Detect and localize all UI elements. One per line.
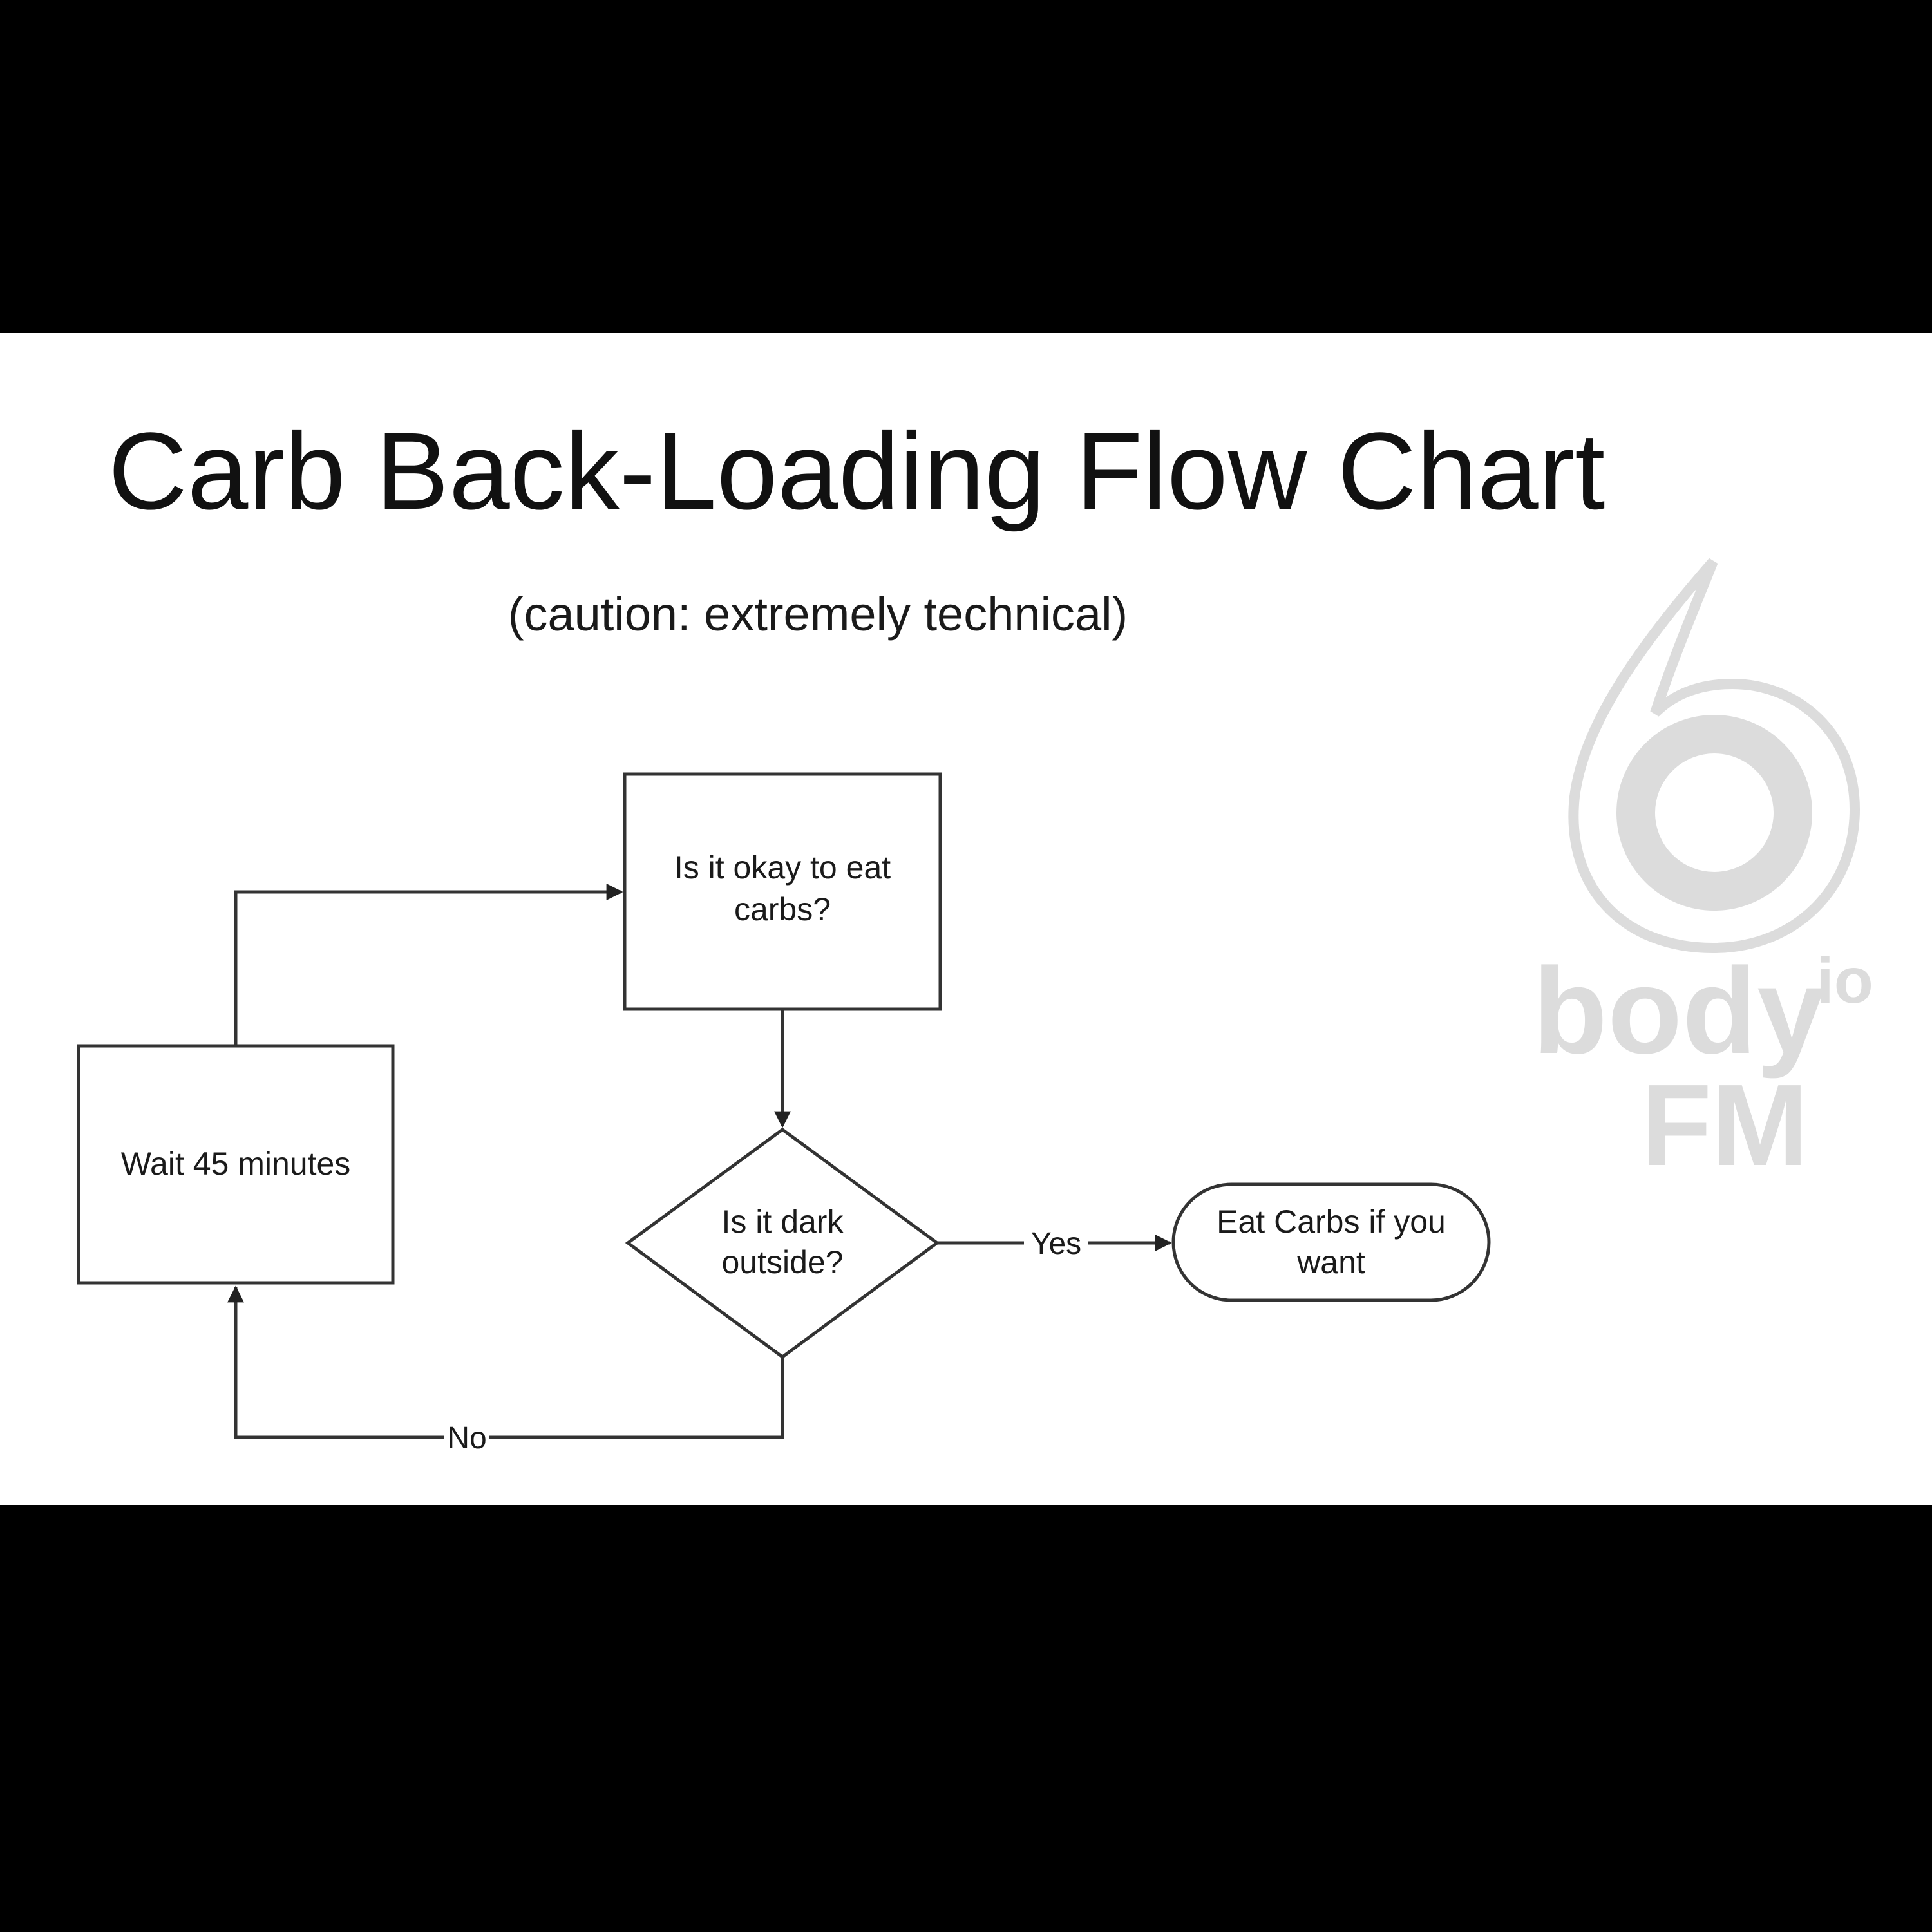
node-okay-to-eat: Is it okay to eat carbs? [623, 772, 942, 1011]
node-eat-carbs: Eat Carbs if you want [1171, 1182, 1491, 1302]
flowchart: body io FM Is it okay to eat carbs? Wait… [77, 558, 1873, 1455]
slide: Carb Back-Loading Flow Chart (caution: e… [0, 333, 1932, 1505]
watermark-word: body [1533, 943, 1825, 1079]
edge-no-label: No [447, 1421, 486, 1455]
node-dark-line1: Is it dark [722, 1204, 844, 1240]
edge-wait-to-okay [234, 884, 623, 1046]
edge-yes-label: Yes [1031, 1227, 1081, 1261]
slide-subtitle: (caution: extremely technical) [507, 587, 1128, 641]
node-eat-line1: Eat Carbs if you [1217, 1204, 1446, 1240]
node-wait: Wait 45 minutes [77, 1044, 395, 1285]
six-swirl-icon [1568, 558, 1861, 954]
edge-no: No [227, 1285, 784, 1455]
bodyio-fm-watermark: body io FM [1533, 558, 1873, 1190]
watermark-superscript: io [1816, 945, 1873, 1017]
node-wait-label: Wait 45 minutes [121, 1146, 351, 1182]
node-okay-line2: carbs? [734, 891, 831, 927]
node-eat-line2: want [1296, 1244, 1365, 1280]
node-okay-line1: Is it okay to eat [674, 849, 891, 886]
watermark-suffix: FM [1641, 1061, 1808, 1190]
edge-yes: Yes [937, 1227, 1172, 1261]
node-dark-outside: Is it dark outside? [625, 1127, 940, 1359]
slide-title: Carb Back-Loading Flow Chart [108, 410, 1605, 533]
node-dark-line2: outside? [721, 1244, 843, 1280]
